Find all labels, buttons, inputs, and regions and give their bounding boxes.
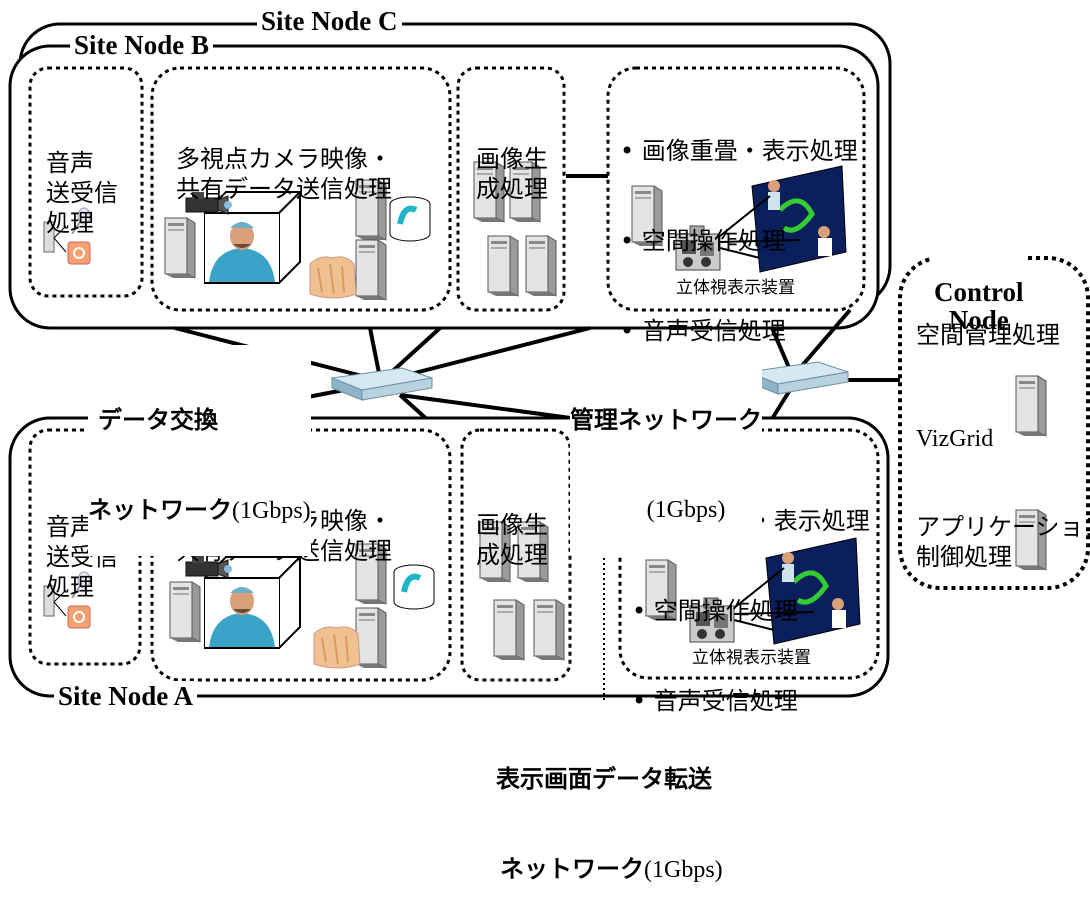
data-exchange-network-label: データ交換 ネットワーク(1Gbps) [88, 345, 311, 556]
site-b-audio-title: 音声送受信処理 [46, 149, 118, 237]
site-b-server-icon [355, 239, 387, 301]
site-b-render-server-icon [525, 235, 557, 297]
site-a-render-server-icon [493, 599, 525, 661]
site-b-disk-icon [390, 197, 430, 241]
site-node-b-label: Site Node B [70, 30, 213, 60]
site-b-display-bullets: • 画像重畳・表示処理 • 空間操作処理 • 音声受信処理 [620, 137, 858, 345]
site-b-object-image [309, 255, 357, 299]
site-a-render-server-icon [533, 599, 565, 661]
site-b-camera-title: 多視点カメラ映像・共有データ送信処理 [176, 145, 392, 203]
site-a-disk-icon [394, 565, 434, 609]
site-node-a-label: Site Node A [54, 681, 197, 711]
site-a-object-image [313, 625, 361, 669]
site-b-camera-box [150, 66, 452, 312]
display-transfer-network-label: 表示画面データ転送 ネットワーク(1Gbps) [496, 765, 723, 883]
site-node-c-label: Site Node C [257, 6, 402, 36]
site-a-audio-title: 音声送受信処理 [46, 513, 118, 601]
site-b-device-label: 立体視表示装置 [676, 278, 795, 298]
site-a-device-label: 立体視表示装置 [692, 648, 811, 668]
app-control-label: アプリケーション制御処理 [916, 513, 1090, 571]
site-a-server-icon [355, 607, 387, 669]
site-b-display-box [606, 66, 866, 312]
site-a-image-gen-title: 画像生成処理 [476, 511, 548, 569]
space-management-label: 空間管理処理 [916, 321, 1060, 349]
site-b-image-gen-title: 画像生成処理 [476, 145, 548, 203]
management-network-label: 管理ネットワーク (1Gbps) [570, 345, 762, 555]
system-architecture-diagram: Site Node C Site Node B Site Node A 音声送受… [8, 6, 1090, 883]
control-server-icon [1015, 375, 1047, 437]
site-a-image-gen-box [460, 428, 572, 682]
site-b-image-gen-box [456, 66, 566, 312]
vizgrid-label: VizGrid [916, 426, 994, 452]
site-b-render-server-icon [487, 235, 519, 297]
site-b-audio-box [28, 66, 144, 298]
